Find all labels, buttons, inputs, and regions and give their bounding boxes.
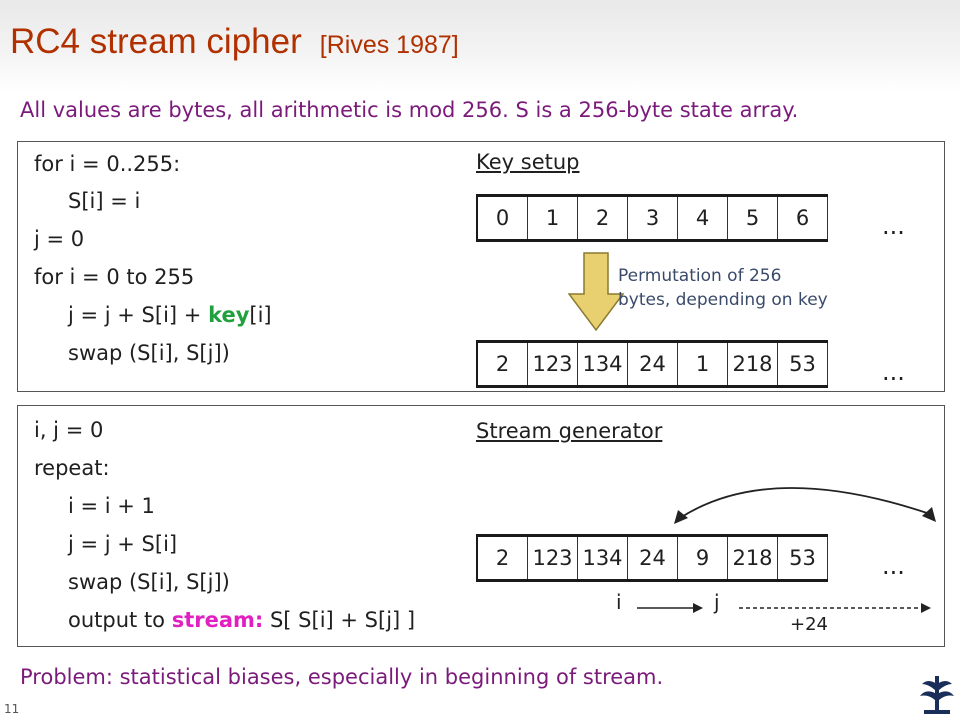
array-cell: 1 [527, 197, 577, 239]
array-cell: 24 [627, 343, 677, 385]
code-line: for i = 0..255: [34, 152, 181, 176]
code-line: swap (S[i], S[j]) [68, 341, 230, 365]
code-line: swap (S[i], S[j]) [68, 570, 230, 594]
index-j-label: j [714, 590, 720, 614]
page-number: 11 [4, 702, 20, 716]
state-array: 2 123 134 24 9 218 53 [476, 534, 828, 582]
slide-title: RC4 stream cipher [Rives 1987] [10, 22, 459, 62]
code-line-key: j = j + S[i] + key[i] [68, 303, 272, 327]
array-cell: 123 [527, 343, 577, 385]
code-text: S[ S[i] + S[j] ] [263, 608, 416, 632]
array-cell: 218 [727, 537, 777, 579]
array-cell: 2 [577, 197, 627, 239]
title-citation: [Rives 1987] [319, 31, 459, 59]
stream-word: stream: [171, 608, 264, 632]
ellipsis: ... [882, 358, 905, 386]
permuted-array: 2 123 134 24 1 218 53 [476, 340, 828, 388]
array-cell: 6 [777, 197, 828, 239]
array-cell: 24 [627, 537, 677, 579]
array-cell: 123 [527, 537, 577, 579]
swap-arc-arrow-icon [674, 487, 936, 524]
code-text: j = j + S[i] + [68, 303, 209, 327]
subtitle: All values are bytes, all arithmetic is … [20, 98, 799, 122]
index-i-label: i [616, 590, 622, 614]
array-cell: 3 [627, 197, 677, 239]
code-line: repeat: [34, 456, 110, 480]
down-arrow-icon [568, 252, 624, 332]
code-line-output: output to stream: S[ S[i] + S[j] ] [68, 608, 415, 632]
code-line: S[i] = i [68, 189, 141, 213]
dashed-arrow-icon [739, 603, 931, 613]
offset-label: +24 [790, 614, 828, 635]
ellipsis: ... [882, 552, 905, 580]
array-cell: 53 [777, 537, 828, 579]
key-setup-heading: Key setup [476, 150, 580, 174]
code-line: j = 0 [34, 227, 85, 251]
array-cell: 2 [476, 537, 527, 579]
array-cell: 9 [677, 537, 727, 579]
key-setup-box [17, 141, 945, 392]
array-cell: 0 [476, 197, 527, 239]
code-line: j = j + S[i] [68, 532, 178, 556]
university-logo-icon [920, 676, 954, 714]
array-cell: 4 [677, 197, 727, 239]
right-arrow-icon [637, 603, 703, 613]
note-line: bytes, depending on key [618, 290, 828, 310]
code-line: i, j = 0 [34, 418, 104, 442]
stream-generator-box [17, 405, 945, 647]
array-cell: 134 [577, 537, 627, 579]
problem-statement: Problem: statistical biases, especially … [20, 665, 664, 689]
array-cell: 218 [727, 343, 777, 385]
array-cell: 1 [677, 343, 727, 385]
code-text: [i] [249, 303, 272, 327]
code-line: for i = 0 to 255 [34, 265, 195, 289]
stream-generator-heading: Stream generator [476, 419, 663, 443]
code-line: i = i + 1 [68, 494, 155, 518]
identity-array: 0 1 2 3 4 5 6 [476, 194, 828, 242]
header-band [0, 0, 960, 92]
ellipsis: ... [882, 212, 905, 240]
array-cell: 2 [476, 343, 527, 385]
array-cell: 53 [777, 343, 828, 385]
permutation-note: Permutation of 256 bytes, depending on k… [618, 264, 828, 312]
code-text: output to [68, 608, 172, 632]
note-line: Permutation of 256 [618, 266, 782, 286]
array-cell: 134 [577, 343, 627, 385]
key-word: key [208, 303, 250, 327]
array-cell: 5 [727, 197, 777, 239]
title-main: RC4 stream cipher [10, 22, 302, 61]
